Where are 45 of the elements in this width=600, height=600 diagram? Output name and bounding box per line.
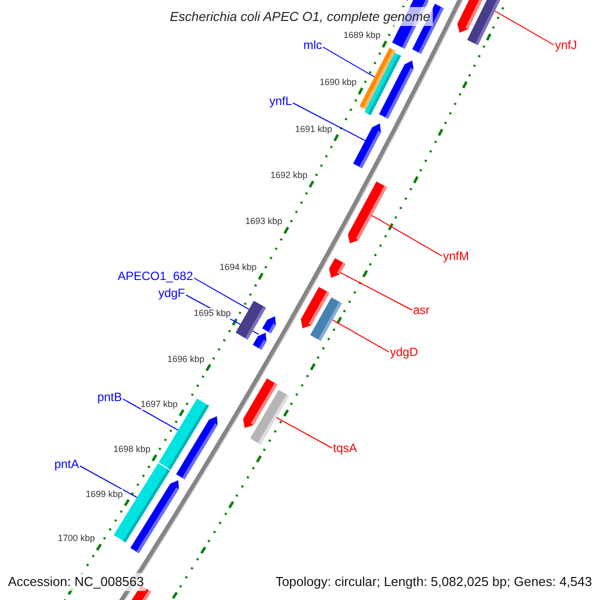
leader-line xyxy=(80,466,138,498)
leader-line xyxy=(292,102,366,142)
gene-label: mlc xyxy=(303,38,322,52)
gene-label: pntA xyxy=(54,457,79,471)
scale-label: 1690 kbp xyxy=(320,77,357,88)
scale-label: 1693 kbp xyxy=(245,216,282,228)
leader-line xyxy=(371,214,442,256)
gene-label: APECO1_682 xyxy=(118,269,193,283)
leader-line xyxy=(494,10,554,46)
gene-label: tqsA xyxy=(333,441,358,455)
leader-line xyxy=(194,278,250,310)
gene-feature xyxy=(348,182,387,244)
gene-label: asr xyxy=(413,303,430,317)
gene-label: ynfJ xyxy=(555,38,578,52)
scale-label: 1694 kbp xyxy=(220,262,257,274)
gene-feature xyxy=(130,480,179,554)
gene-feature xyxy=(176,416,218,480)
leader-line xyxy=(276,417,332,448)
leader-line xyxy=(122,398,179,431)
gene-feature xyxy=(262,316,276,334)
scale-label: 1691 kbp xyxy=(295,124,332,135)
scale-label: 1689 kbp xyxy=(343,30,380,42)
gene-label: ynfM xyxy=(443,249,470,263)
leader-line xyxy=(340,272,412,310)
gene-feature xyxy=(310,297,342,341)
leader-line xyxy=(332,319,390,352)
scale-label: 1697 kbp xyxy=(140,398,178,410)
gene-label: ynfL xyxy=(269,94,292,108)
gene-label: pntB xyxy=(97,390,122,404)
gene-label: ydgD xyxy=(390,345,418,359)
scale-label: 1695 kbp xyxy=(194,308,231,319)
gene-feature xyxy=(250,390,290,444)
gene-feature xyxy=(379,60,414,119)
scale-label: 1692 kbp xyxy=(270,170,308,182)
scale-label: 1700 kbp xyxy=(58,533,95,544)
scale-label: 1699 kbp xyxy=(86,488,123,500)
gene-feature xyxy=(467,0,500,46)
gene-feature xyxy=(252,332,266,350)
scale-label: 1696 kbp xyxy=(167,354,204,364)
leader-line xyxy=(322,46,375,78)
accession-label: Accession: NC_008563 xyxy=(6,573,146,591)
gene-feature xyxy=(329,258,346,278)
scale-label: 1698 kbp xyxy=(113,444,150,455)
gene-feature xyxy=(353,123,381,168)
gene-label: ydgF xyxy=(158,286,185,300)
